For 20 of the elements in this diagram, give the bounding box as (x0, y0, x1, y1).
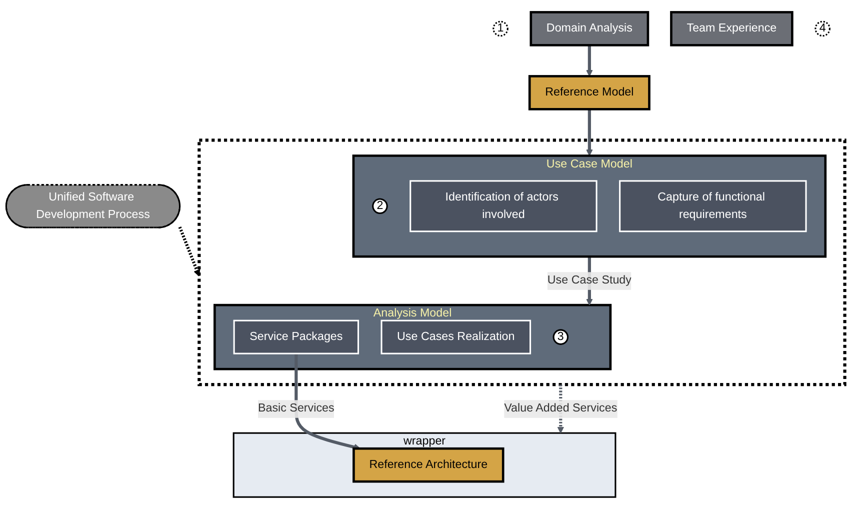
arrow (586, 110, 593, 156)
node-box: Service Packages (233, 320, 360, 355)
node-box: Domain Analysis (530, 11, 650, 47)
node-circle: 1 (492, 21, 508, 37)
node-box: Reference Architecture (352, 448, 504, 484)
arrow (586, 46, 593, 77)
cluster (198, 139, 846, 386)
edge-label: Basic Services (258, 402, 334, 416)
node-circle: 4 (814, 21, 830, 37)
node-box: Identification of actors involved (410, 180, 598, 232)
node-box: Capture of functional requirements (619, 180, 807, 232)
node-circle: 2 (372, 198, 388, 214)
edge-label: Use Case Study (547, 274, 632, 288)
node-circle: 3 (552, 330, 569, 346)
edge-label: Value Added Services (504, 402, 618, 416)
arrow (294, 354, 361, 451)
node-box: Use Cases Realization (380, 320, 532, 355)
arrow (178, 226, 200, 277)
node-box: Team Experience (670, 11, 794, 47)
node-box: Reference Model (528, 75, 650, 111)
